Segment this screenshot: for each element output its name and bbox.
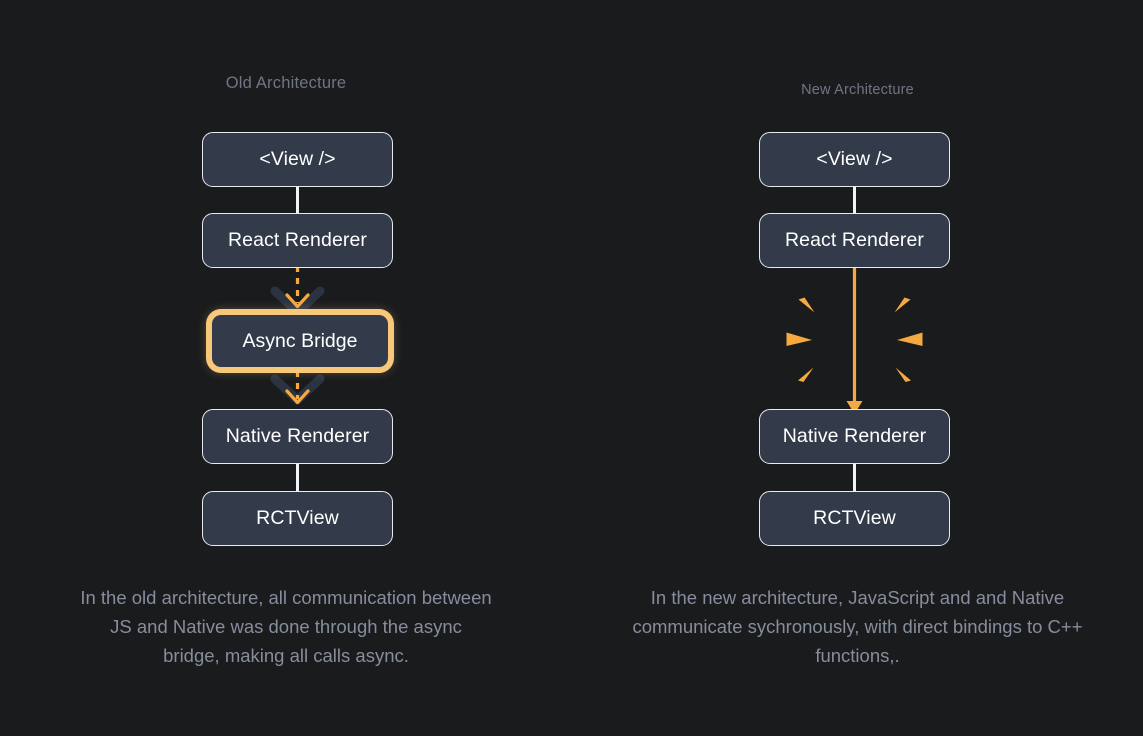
connector-native-renderer-to-rctview [853, 461, 856, 494]
node-view[interactable]: <View /> [202, 132, 393, 187]
bridge-removed-burst-icon [786, 297, 923, 382]
new-architecture-title: New Architecture [801, 82, 914, 98]
solid-arrow-react-to-native [846, 262, 863, 414]
node-react-renderer[interactable]: React Renderer [202, 213, 393, 268]
old-architecture-caption: In the old architecture, all communicati… [80, 587, 492, 666]
old-architecture-column: Old Architecture <View /> React Renderer [80, 74, 492, 666]
node-view[interactable]: <View /> [759, 132, 950, 187]
dashed-arrow-react-to-bridge [270, 266, 325, 317]
shadow-chevron-icon [270, 374, 325, 405]
new-architecture-column: New Architecture [572, 0, 1143, 736]
connector-view-to-react-renderer [853, 183, 856, 217]
old-architecture-title: Old Architecture [225, 74, 347, 92]
node-react-renderer[interactable]: React Renderer [759, 213, 950, 268]
connector-native-renderer-to-rctview [296, 461, 299, 494]
node-native-renderer[interactable]: Native Renderer [759, 409, 950, 464]
arrowhead-chevron-icon [285, 389, 310, 405]
node-rctview[interactable]: RCTView [202, 491, 393, 546]
node-async-bridge-highlight-ring[interactable]: Async Bridge [206, 309, 394, 373]
node-async-bridge[interactable]: Async Bridge [212, 315, 388, 367]
node-native-renderer[interactable]: Native Renderer [202, 409, 393, 464]
new-architecture-caption: In the new architecture, JavaScript and … [632, 587, 1083, 666]
connector-view-to-react-renderer [296, 183, 299, 217]
dashed-arrow-bridge-to-native [270, 371, 325, 405]
node-rctview[interactable]: RCTView [759, 491, 950, 546]
arrowhead-chevron-icon [285, 293, 310, 309]
